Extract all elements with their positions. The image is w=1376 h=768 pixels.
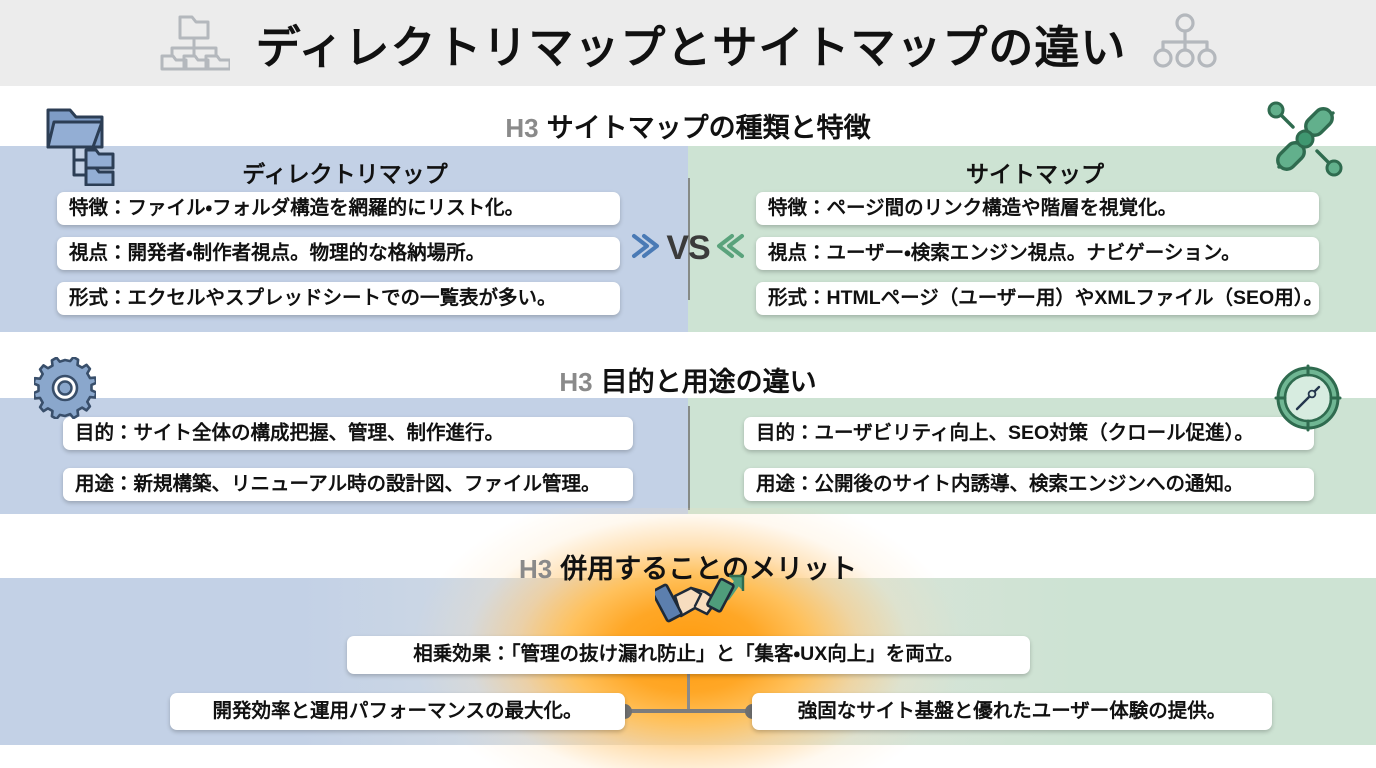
link-network-icon bbox=[1263, 97, 1347, 186]
section-3-left-item: 開発効率と運用パフォーマンスの最大化。 bbox=[170, 693, 625, 730]
section-3-top-item: 相乗効果：「管理の抜け漏れ防止」と「集客・UX向上」を両立。 bbox=[347, 636, 1030, 674]
column-title-directory-map: ディレクトリマップ bbox=[242, 161, 448, 187]
chevron-right-double-icon bbox=[630, 230, 660, 267]
h3-tag: H3 bbox=[559, 367, 593, 397]
node-tree-icon bbox=[1152, 12, 1218, 75]
section-2-divider bbox=[688, 406, 690, 510]
vs-divider-group: VS bbox=[619, 224, 757, 272]
folder-tree-icon bbox=[44, 100, 118, 191]
section-1-left-item-1: 特徴：ファイル・フォルダ構造を網羅的にリスト化。 bbox=[57, 192, 620, 225]
section-1-right-item-3: 形式：HTMLページ（ユーザー用）やXMLファイル（SEO用）。 bbox=[756, 282, 1323, 315]
section-1-right-item-1: 特徴：ページ間のリンク構造や階層を視覚化。 bbox=[756, 192, 1319, 225]
column-title-sitemap: サイトマップ bbox=[966, 161, 1104, 187]
section-1-heading-text: サイトマップの種類と特徴 bbox=[546, 113, 871, 143]
page-title: ディレクトリマップとサイトマップの違い bbox=[255, 21, 1127, 73]
handshake-growth-icon bbox=[651, 572, 747, 639]
section-1-left-item-3: 形式：エクセルやスプレッドシートでの一覧表が多い。 bbox=[57, 282, 620, 315]
section-2-left-item-2: 用途：新規構築、リニューアル時の設計図、ファイル管理。 bbox=[63, 468, 633, 501]
chevron-left-double-icon bbox=[716, 230, 746, 267]
section-1-left-item-2: 視点：開発者・制作者視点。物理的な格納場所。 bbox=[57, 237, 620, 270]
folder-tree-icon bbox=[158, 11, 232, 76]
section-2-right-item-2: 用途：公開後のサイト内誘導、検索エンジンへの通知。 bbox=[744, 468, 1314, 501]
section-2-left-item-1: 目的：サイト全体の構成把握、管理、制作進行。 bbox=[63, 417, 633, 450]
section-1-divider bbox=[688, 178, 690, 300]
connector-horizontal bbox=[622, 709, 754, 713]
section-2-right-item-1: 目的：ユーザビリティ向上、SEO対策（クロール促進）。 bbox=[744, 417, 1314, 450]
section-3-right-item: 強固なサイト基盤と優れたユーザー体験の提供。 bbox=[752, 693, 1272, 730]
h3-tag: H3 bbox=[505, 113, 539, 143]
gear-icon bbox=[32, 355, 98, 424]
page-header: ディレクトリマップとサイトマップの違い bbox=[0, 0, 1376, 86]
section-2-heading-text: 目的と用途の違い bbox=[600, 367, 817, 397]
section-1-right-item-2: 視点：ユーザー・検索エンジン視点。ナビゲーション。 bbox=[756, 237, 1319, 270]
h3-tag: H3 bbox=[519, 554, 553, 584]
vs-label: VS bbox=[666, 228, 710, 267]
connector-vertical bbox=[687, 674, 690, 711]
compass-icon bbox=[1272, 362, 1344, 439]
